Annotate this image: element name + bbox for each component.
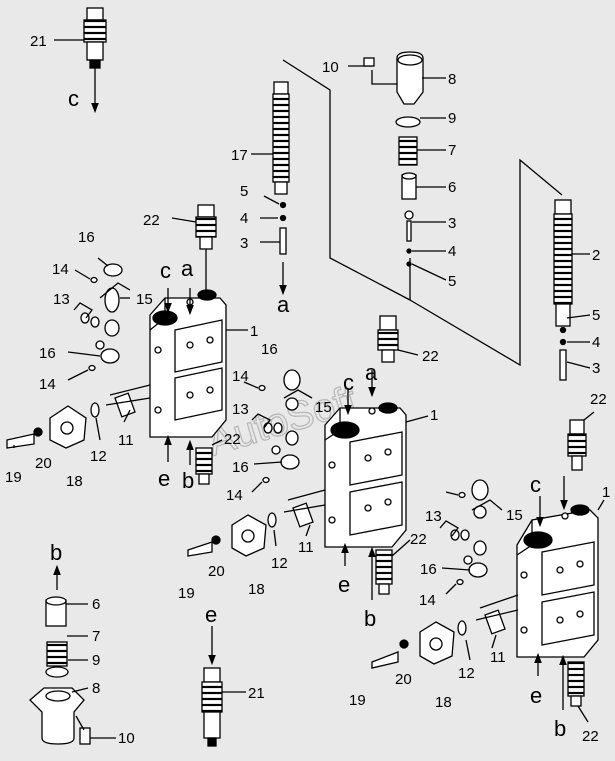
part-label: 4 xyxy=(448,243,456,260)
port-label: c xyxy=(160,258,171,283)
part-label: 1 xyxy=(430,407,438,424)
part-label: 9 xyxy=(92,652,100,669)
part-label: 6 xyxy=(448,179,456,196)
part-label: 12 xyxy=(90,448,107,465)
part-label: 3 xyxy=(448,215,456,232)
part-label: 19 xyxy=(5,469,22,486)
part-label: 19 xyxy=(349,692,366,709)
part-label: 3 xyxy=(240,235,248,252)
part-label: 14 xyxy=(232,368,249,385)
part-label: 11 xyxy=(118,432,134,449)
part-label: 11 xyxy=(298,539,314,556)
part-label: 8 xyxy=(92,680,100,697)
part-label: 9 xyxy=(448,110,456,127)
part-label: 18 xyxy=(66,473,83,490)
part-label: 22 xyxy=(143,212,160,229)
part-label: 22 xyxy=(224,431,241,448)
port-label: c xyxy=(343,370,354,395)
part-label: 22 xyxy=(590,391,607,408)
part-label: 16 xyxy=(78,229,95,246)
part-label: 15 xyxy=(315,399,332,416)
part-label: 5 xyxy=(448,273,456,290)
valve-section-middle xyxy=(187,315,429,600)
bottom-left-valve-parts xyxy=(29,564,116,745)
part-label: 20 xyxy=(35,455,52,472)
part-label: 12 xyxy=(458,665,475,682)
part-label: 21 xyxy=(248,685,265,702)
port-label: e xyxy=(530,683,542,708)
part-label: 22 xyxy=(422,348,439,365)
label-layer: 21 c 10 8 9 7 17 6 5 4 3 a 3 4 5 2 22 16… xyxy=(5,33,610,747)
part-label: 14 xyxy=(226,487,243,504)
part-label: 22 xyxy=(582,728,599,745)
port-label: b xyxy=(364,606,376,631)
part-label: 10 xyxy=(118,730,135,747)
relief-valve-21-bottom xyxy=(201,626,246,747)
part-label: 16 xyxy=(261,341,278,358)
valve-section-left xyxy=(6,204,248,485)
port-label: b xyxy=(182,468,194,493)
part-label: 1 xyxy=(602,484,610,501)
part-label: 8 xyxy=(448,71,456,88)
part-label: 15 xyxy=(506,507,523,524)
part-label: 16 xyxy=(232,459,249,476)
spool-17 xyxy=(251,81,290,296)
part-label: 18 xyxy=(248,581,265,598)
part-label: 7 xyxy=(92,628,100,645)
part-label: 13 xyxy=(425,508,442,525)
relief-valve-21-top xyxy=(54,7,107,114)
part-label: 21 xyxy=(30,33,47,50)
part-label: 11 xyxy=(490,649,506,666)
line-art xyxy=(6,7,605,747)
port-label: a xyxy=(365,360,378,385)
part-label: 20 xyxy=(208,563,225,580)
part-label: 13 xyxy=(53,291,70,308)
part-label: 20 xyxy=(395,671,412,688)
port-label: c xyxy=(530,472,541,497)
part-label: 16 xyxy=(39,345,56,362)
part-label: 6 xyxy=(92,596,100,613)
part-label: 18 xyxy=(435,694,452,711)
part-label: 5 xyxy=(592,307,600,324)
part-label: 15 xyxy=(136,291,153,308)
part-label: 1 xyxy=(250,323,258,340)
part-label: 4 xyxy=(240,210,248,227)
part-label: 22 xyxy=(410,531,427,548)
part-label: 12 xyxy=(271,555,288,572)
port-label: a xyxy=(181,256,194,281)
part-label: 14 xyxy=(419,592,436,609)
part-label: 13 xyxy=(232,401,249,418)
part-label: 14 xyxy=(52,261,69,278)
valve-cap-8-assembly xyxy=(348,51,447,281)
port-label: e xyxy=(338,572,350,597)
port-label: a xyxy=(277,292,290,317)
port-label: b xyxy=(50,540,62,565)
part-label: 2 xyxy=(592,247,600,264)
part-label: 7 xyxy=(448,142,456,159)
part-label: 4 xyxy=(592,334,600,351)
spool-2 xyxy=(553,199,591,381)
part-label: 10 xyxy=(322,59,339,76)
valve-section-right xyxy=(371,411,605,723)
part-label: 17 xyxy=(231,147,248,164)
port-label: b xyxy=(554,716,566,741)
port-label: e xyxy=(158,466,170,491)
part-label: 16 xyxy=(420,561,437,578)
part-label: 5 xyxy=(240,183,248,200)
port-label: c xyxy=(68,86,79,111)
part-label: 19 xyxy=(178,585,195,602)
part-label: 14 xyxy=(39,376,56,393)
port-label: e xyxy=(205,602,217,627)
part-label: 3 xyxy=(592,360,600,377)
